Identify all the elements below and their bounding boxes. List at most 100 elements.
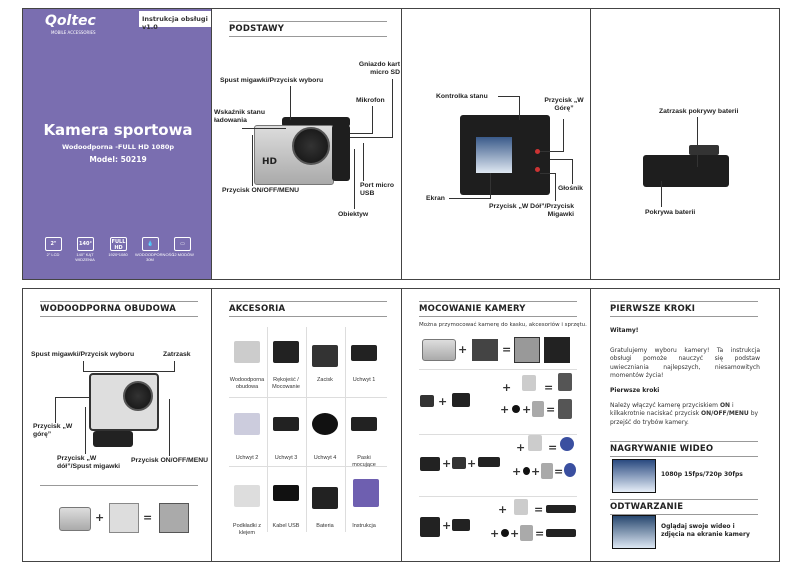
product-image xyxy=(420,517,440,537)
equals-sign: = xyxy=(502,343,512,356)
cover-title: Kamera sportowa xyxy=(43,121,193,139)
divider xyxy=(563,119,564,152)
housing-image xyxy=(472,339,498,361)
product-image xyxy=(546,529,576,537)
accessory-image xyxy=(234,341,260,363)
label-mic: Mikrofon xyxy=(356,97,385,104)
divider xyxy=(490,173,491,199)
label-screen: Ekran xyxy=(426,195,445,202)
label-housing-power: Przycisk ON/OFF/MENU xyxy=(131,457,209,464)
divider xyxy=(419,496,577,497)
product-image xyxy=(452,393,470,407)
divider xyxy=(572,159,573,184)
playback-screen-image xyxy=(612,515,656,549)
welcome-title: Witamy! xyxy=(610,327,639,334)
cover-subtitle: Wodoodporna -FULL HD 1080p xyxy=(61,143,175,151)
accessory-label: Podkładki z klejem xyxy=(232,523,262,536)
plus-sign: + xyxy=(490,527,500,540)
feature-label: 140° KĄT WIDZENIA xyxy=(75,252,95,262)
divider xyxy=(229,397,387,398)
hd-badge: HD xyxy=(262,157,278,167)
camera-image xyxy=(59,507,91,531)
housing-lens xyxy=(123,381,153,411)
steps-title: Pierwsze kroki xyxy=(610,387,660,394)
accessory-label: Kabel USB xyxy=(272,523,300,529)
divider xyxy=(55,397,91,398)
product-image xyxy=(452,519,470,531)
plus-sign: + xyxy=(438,395,448,408)
accessory-label: Bateria xyxy=(316,523,334,529)
label-speaker: Głośnik xyxy=(558,185,583,192)
accessory-image xyxy=(353,479,379,507)
accessory-image xyxy=(273,485,299,501)
first-steps-heading: PIERWSZE KROKI xyxy=(610,301,758,317)
product-image xyxy=(420,457,440,471)
plus-sign: + xyxy=(512,465,522,478)
divider xyxy=(242,128,286,129)
divider xyxy=(345,327,346,532)
mounting-page: MOCOWANIE KAMERY Można przymocować kamer… xyxy=(401,288,591,562)
product-image xyxy=(420,395,434,407)
divider xyxy=(449,198,491,199)
video-heading: NAGRYWANIE WIDEO xyxy=(610,441,758,457)
label-usb: Port micro USB xyxy=(360,182,394,198)
divider xyxy=(419,434,577,435)
label-power: Przycisk ON/OFF/MENU xyxy=(222,187,300,194)
product-image xyxy=(478,457,500,467)
divider xyxy=(519,96,520,120)
label-up: Przycisk „W Górę” xyxy=(544,97,584,113)
divider xyxy=(229,466,387,467)
divider xyxy=(419,369,577,370)
divider xyxy=(354,149,355,209)
accessory-label: Paski mocujące xyxy=(352,455,376,468)
housing-image-small xyxy=(109,503,139,533)
divider xyxy=(372,106,373,133)
accessory-label: Instrukcja xyxy=(352,523,376,529)
divider xyxy=(550,159,573,160)
divider xyxy=(392,79,393,137)
camera-side xyxy=(332,125,350,181)
plus-sign: + xyxy=(510,527,520,540)
divider xyxy=(498,96,520,97)
mount-row-2: ++ += ++= xyxy=(420,435,576,487)
plus-sign: + xyxy=(442,457,452,470)
mount-base xyxy=(93,431,133,447)
down-button xyxy=(535,167,540,172)
plus-sign: + xyxy=(516,441,526,454)
divider xyxy=(697,117,698,167)
label-down: Przycisk „W Dół”/Przycisk Migawki xyxy=(489,203,574,219)
label-sd: Gniazdo kart micro SD xyxy=(358,61,400,77)
divider xyxy=(267,327,268,532)
label-shutter: Spust migawki/Przycisk wyboru xyxy=(220,77,324,84)
camera-in-housing-image xyxy=(159,503,189,533)
plus-sign: + xyxy=(458,343,468,356)
equals-sign: = xyxy=(535,527,545,540)
basics-page: PODSTAWY HD Spust migawki/Przycisk wybor… xyxy=(211,8,402,280)
label-housing-latch: Zatrzask xyxy=(163,351,191,358)
product-image xyxy=(564,463,576,477)
accessory-image xyxy=(234,413,260,435)
housing-heading: WODOODPORNA OBUDOWA xyxy=(40,301,198,317)
equals-sign: = xyxy=(554,465,564,478)
waterproof-icon: 💧 xyxy=(142,237,159,251)
camera-screen xyxy=(476,137,512,173)
accessory-image xyxy=(312,487,338,509)
product-image xyxy=(514,499,528,515)
product-image xyxy=(541,463,553,479)
housed-camera-back-image xyxy=(544,337,570,363)
divider xyxy=(40,485,198,486)
accessory-label: Uchwyt 2 xyxy=(235,455,259,461)
equals-sign: = xyxy=(548,441,558,454)
accessory-image xyxy=(351,345,377,361)
divider xyxy=(290,86,291,120)
camera-image xyxy=(422,339,456,361)
divider xyxy=(540,173,556,174)
label-housing-shutter: Spust migawki/Przycisk wyboru xyxy=(31,351,135,358)
plus-sign: + xyxy=(498,503,508,516)
product-image xyxy=(528,435,542,451)
label-status: Kontrolka stanu xyxy=(436,93,488,100)
divider xyxy=(55,397,56,423)
feature-label: WODOODPORNOŚĆ 30M xyxy=(135,252,175,262)
full-hd-icon: FULL HD xyxy=(110,237,127,251)
divider xyxy=(661,181,662,207)
